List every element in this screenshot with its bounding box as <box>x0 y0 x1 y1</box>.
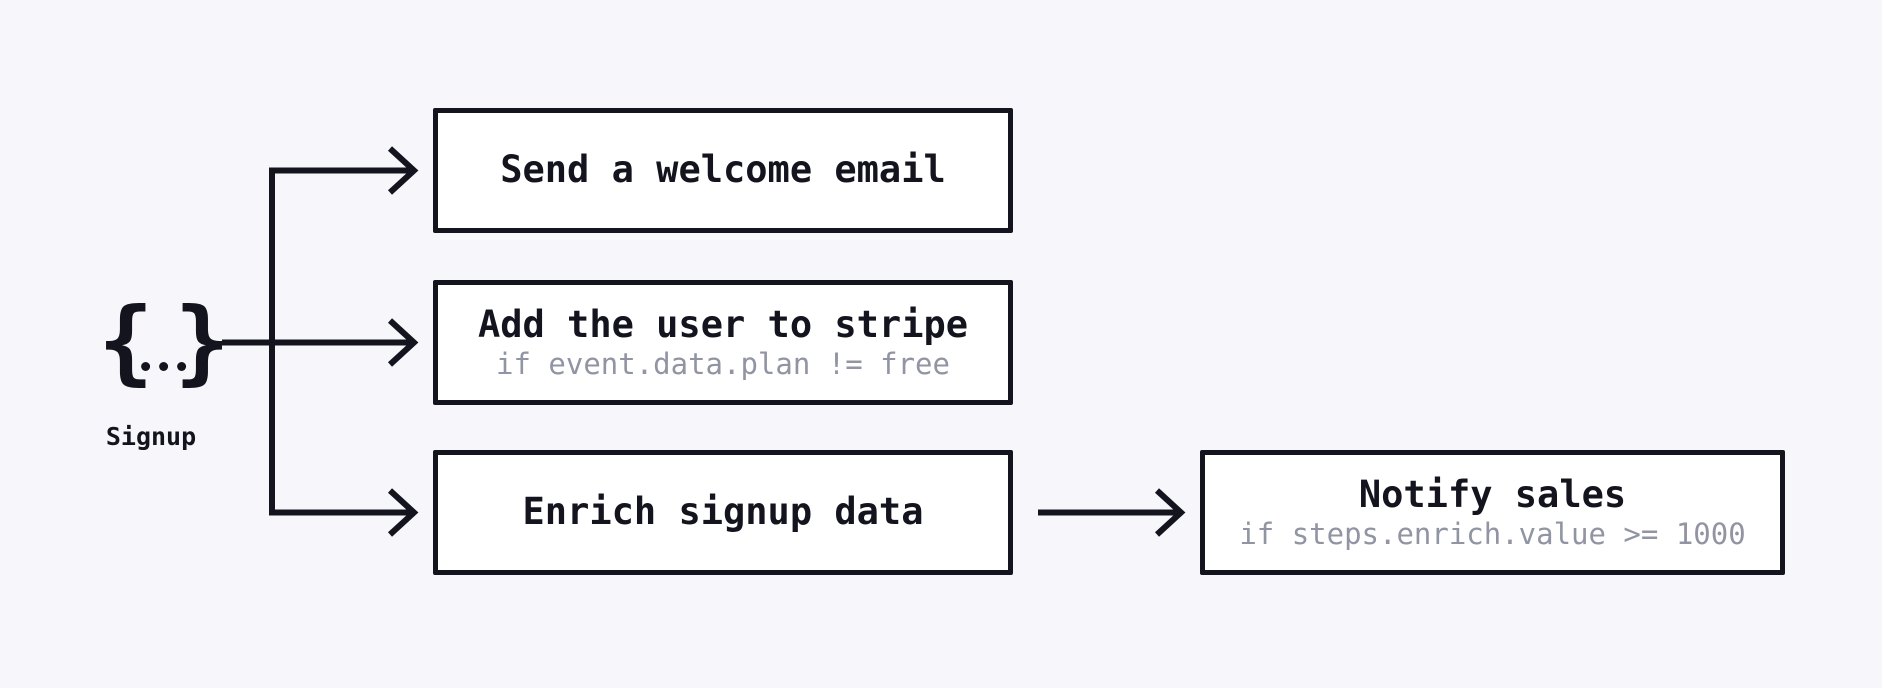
open-brace-icon: { <box>98 288 154 395</box>
step-title: Notify sales <box>1358 472 1627 516</box>
step-condition: if steps.enrich.value >= 1000 <box>1239 517 1746 552</box>
close-brace-icon: } <box>174 288 231 395</box>
step-box-enrich-signup-data: Enrich signup data <box>433 450 1013 575</box>
ellipsis-dots-icon <box>141 361 187 371</box>
step-condition: if event.data.plan != free <box>496 347 950 382</box>
arrowhead-step2-icon <box>387 318 419 367</box>
step-box-send-welcome-email: Send a welcome email <box>433 108 1013 233</box>
arrowhead-step4-icon <box>1154 488 1186 537</box>
step-box-notify-sales: Notify sales if steps.enrich.value >= 10… <box>1200 450 1785 575</box>
event-json-icon: { } <box>98 288 231 395</box>
event-label: Signup <box>105 422 197 451</box>
step-title: Add the user to stripe <box>477 302 969 346</box>
arrowhead-step3-icon <box>387 488 419 537</box>
step-box-add-user-to-stripe: Add the user to stripe if event.data.pla… <box>433 280 1013 405</box>
step-title: Send a welcome email <box>500 148 946 192</box>
step-title: Enrich signup data <box>522 490 924 534</box>
arrowhead-step1-icon <box>387 146 419 195</box>
